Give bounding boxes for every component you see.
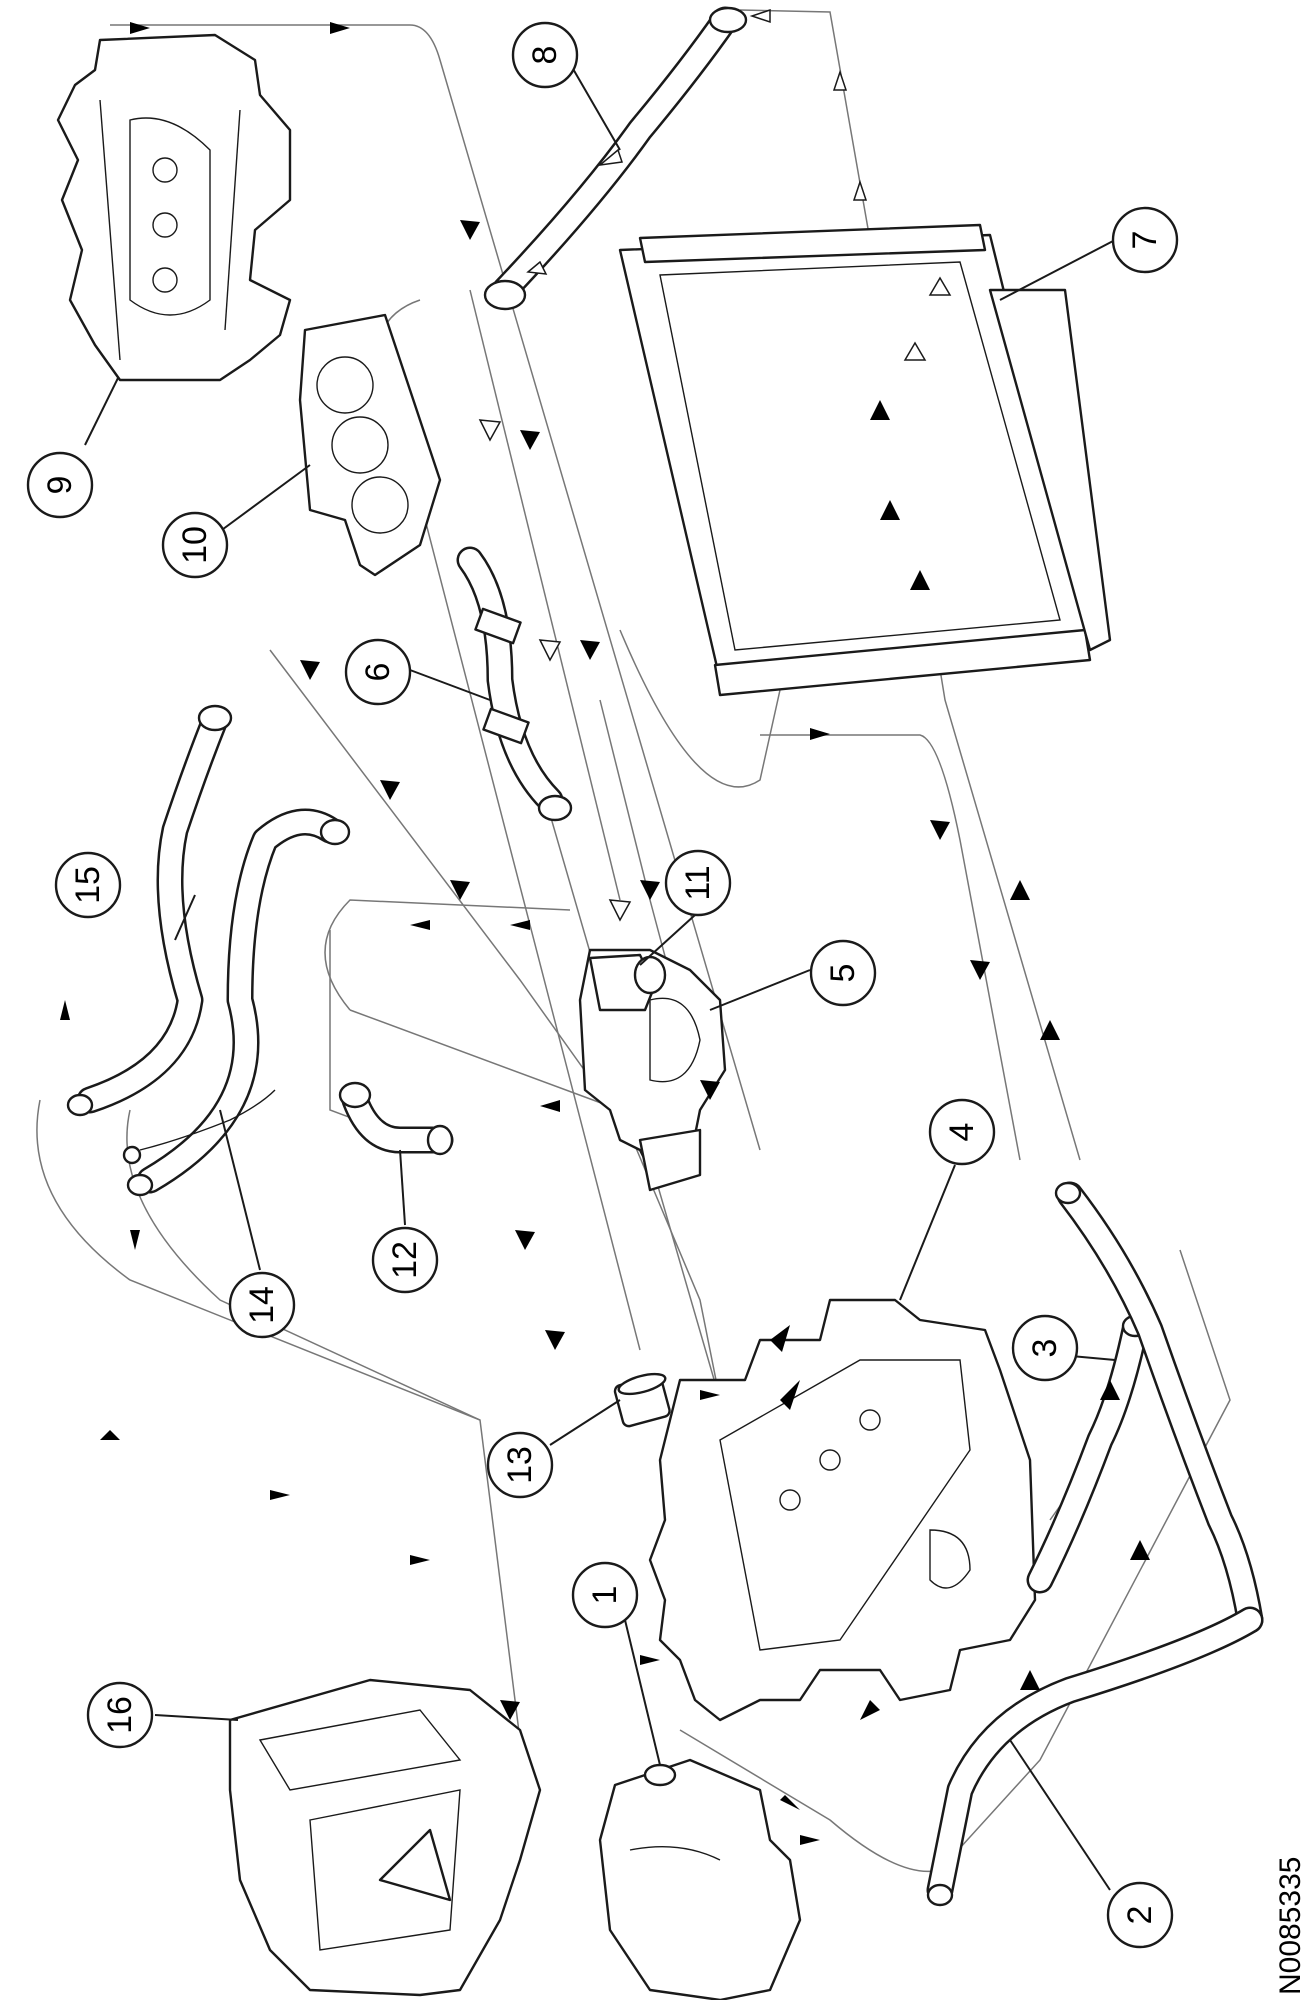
callout-4: 4: [928, 1098, 996, 1166]
callout-13: 13: [486, 1431, 554, 1499]
callout-12: 12: [371, 1226, 439, 1294]
callout-8: 8: [511, 21, 579, 89]
callout-10: 10: [161, 511, 229, 579]
callout-16-label: 16: [101, 1696, 139, 1734]
callout-13-label: 13: [501, 1446, 539, 1484]
radiator-7: [618, 223, 1112, 697]
callout-11: 11: [664, 849, 732, 917]
cylinder-head-9: [56, 33, 292, 382]
engine-block-4: [648, 1298, 1037, 1722]
callout-11-label: 11: [679, 865, 717, 900]
callout-5-label: 5: [824, 964, 862, 983]
callout-3: 3: [1011, 1314, 1079, 1382]
callout-1: 1: [571, 1561, 639, 1629]
lower-radiator-hose: [1054, 1181, 1264, 1634]
callout-14: 14: [228, 1271, 296, 1339]
connector-hose-12: [338, 1081, 454, 1156]
callout-7: 7: [1111, 206, 1179, 274]
flow-arrows: [60, 8, 1150, 1845]
callout-5: 5: [809, 939, 877, 1007]
callout-4-label: 4: [943, 1123, 981, 1142]
callout-7-label: 7: [1126, 231, 1164, 250]
callout-9: 9: [26, 451, 94, 519]
connector-13: [613, 1372, 671, 1428]
bypass-hose-6: [456, 546, 573, 822]
callout-10-label: 10: [176, 526, 214, 564]
callout-2-label: 2: [1121, 1906, 1159, 1925]
thermostat-housing-11: [588, 953, 667, 1012]
reference-code: N0085335: [1274, 1857, 1307, 1995]
callout-14-label: 14: [243, 1286, 281, 1324]
callout-15-label: 15: [69, 866, 107, 904]
heater-core-16: [228, 1678, 542, 1997]
hose-2: [926, 1606, 1264, 1907]
callout-16: 16: [86, 1681, 154, 1749]
callout-3-label: 3: [1026, 1339, 1064, 1358]
callout-6-label: 6: [359, 663, 397, 682]
head-gasket-10: [298, 313, 442, 577]
callout-6: 6: [344, 638, 412, 706]
callout-9-label: 9: [41, 476, 79, 495]
expansion-tank-1: [598, 1758, 802, 2000]
callout-12-label: 12: [386, 1241, 424, 1279]
callout-2: 2: [1106, 1881, 1174, 1949]
callout-15: 15: [54, 851, 122, 919]
callout-8-label: 8: [526, 46, 564, 65]
upper-hose-8: [483, 6, 748, 311]
callout-1-label: 1: [586, 1586, 624, 1605]
heater-hose-15: [66, 704, 233, 1117]
